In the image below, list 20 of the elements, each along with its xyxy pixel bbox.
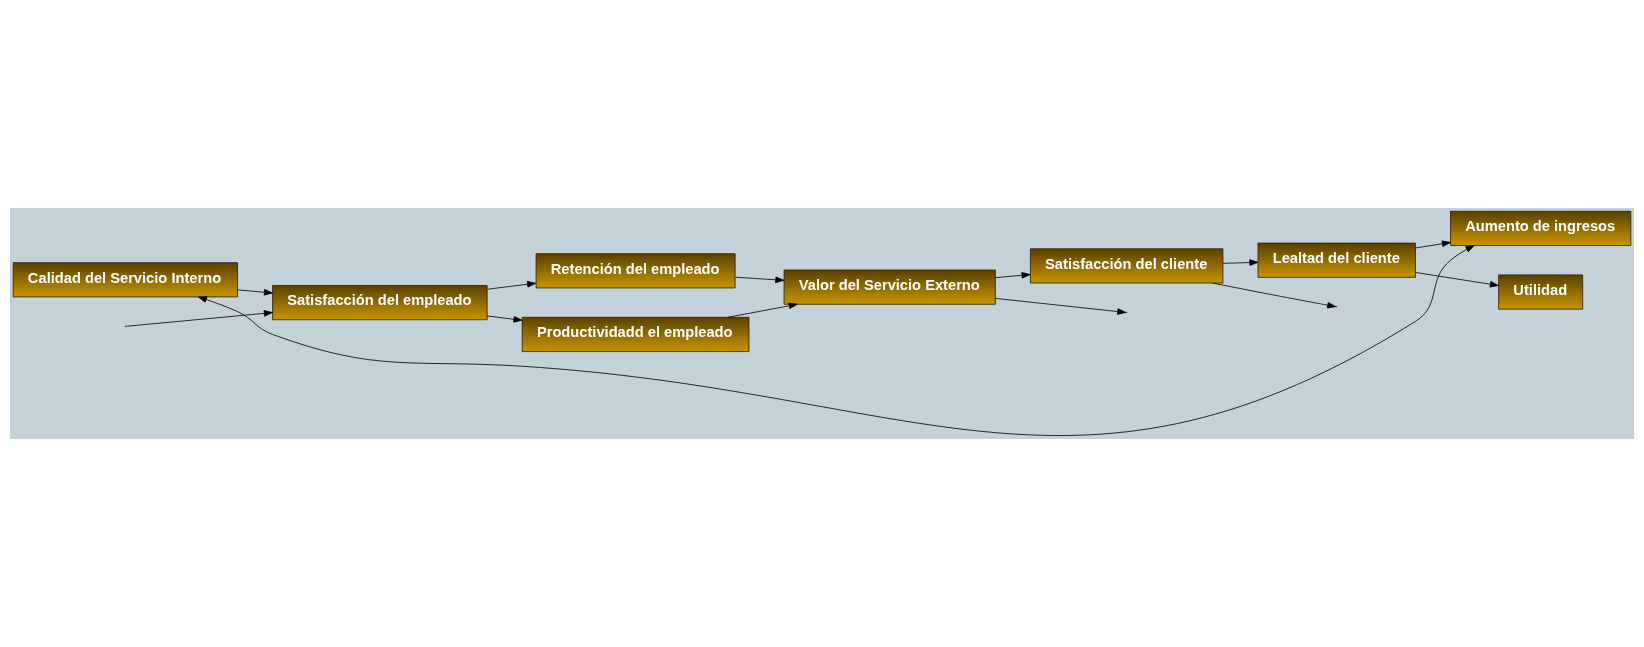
- node-box: Satisfacción del cliente: [1030, 248, 1224, 284]
- node-box: Calidad del Servicio Interno: [12, 262, 238, 298]
- node-box: Productividadd el empleado: [521, 316, 750, 352]
- node-box: Satisfacción del empleado: [272, 285, 488, 321]
- arrow: [735, 276, 785, 284]
- arrow: [727, 302, 798, 318]
- node-box: Lealtad del cliente: [1257, 242, 1416, 278]
- arrow: [1415, 240, 1451, 249]
- arrow: [1212, 282, 1337, 309]
- arrow: [1222, 259, 1259, 266]
- arrow: [486, 281, 537, 290]
- node-box: Valor del Servicio Externo: [783, 269, 996, 305]
- node-box: Retención del empleado: [535, 253, 736, 289]
- node-box: Utilidad: [1498, 274, 1584, 310]
- arrow: [486, 315, 523, 323]
- arrow: [1415, 272, 1499, 288]
- arrow: [995, 272, 1031, 279]
- node-box: Aumento de ingresos: [1450, 210, 1632, 246]
- arrow: [237, 289, 273, 296]
- arrow: [125, 310, 273, 327]
